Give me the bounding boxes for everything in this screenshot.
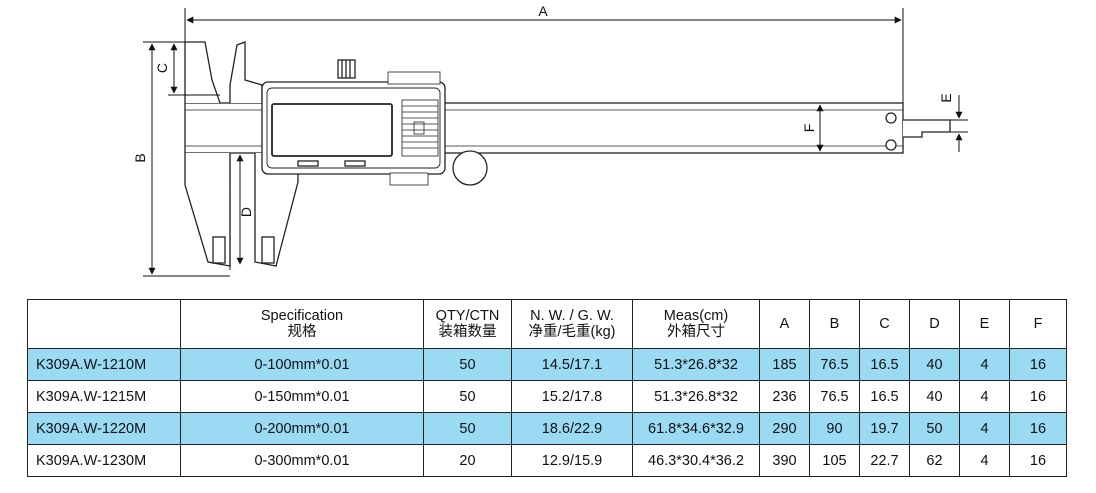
table-cell: 12.9/15.9 — [511, 444, 633, 477]
table-cell: 76.5 — [809, 380, 860, 413]
table-cell: 4 — [959, 412, 1010, 445]
column-header-line1: A — [779, 316, 790, 332]
dim-label-b: B — [132, 153, 148, 162]
column-header-line1: D — [929, 316, 940, 332]
column-header-line1: Meas(cm) — [663, 308, 729, 324]
column-header-line2: 外箱尺寸 — [667, 324, 725, 340]
column-header-line1: E — [979, 316, 990, 332]
table-cell: 390 — [759, 444, 810, 477]
table-cell: 4 — [959, 444, 1010, 477]
table-cell: 50 — [423, 380, 512, 413]
table-cell: 76.5 — [809, 348, 860, 381]
table-cell: 236 — [759, 380, 810, 413]
table-cell: 105 — [809, 444, 860, 477]
model-cell: K309A.W-1230M — [27, 444, 181, 477]
column-header: E — [959, 299, 1010, 349]
table-cell: 50 — [423, 348, 512, 381]
table-cell: 51.3*26.8*32 — [632, 380, 760, 413]
table-cell: 46.3*30.4*36.2 — [632, 444, 760, 477]
column-header: N. W. / G. W.净重/毛重(kg) — [511, 299, 633, 349]
table-cell: 61.8*34.6*32.9 — [632, 412, 760, 445]
column-header: A — [759, 299, 810, 349]
grip-ribs — [401, 99, 439, 157]
column-header-line1: Specification — [260, 308, 344, 324]
table-cell: 90 — [809, 412, 860, 445]
column-header — [27, 299, 181, 349]
dim-label-a: A — [538, 3, 548, 19]
table-cell: 290 — [759, 412, 810, 445]
table-cell: 22.7 — [859, 444, 910, 477]
column-header-line1: C — [879, 316, 890, 332]
table-cell: 40 — [909, 348, 960, 381]
table-cell: 40 — [909, 380, 960, 413]
model-cell: K309A.W-1210M — [27, 348, 181, 381]
caliper-drawing: A B C D E F — [132, 3, 968, 277]
column-header-line1: QTY/CTN — [435, 308, 500, 324]
table-cell: 16 — [1009, 380, 1067, 413]
column-header-line2: 净重/毛重(kg) — [528, 324, 616, 340]
table-cell: 51.3*26.8*32 — [632, 348, 760, 381]
table-cell: 16.5 — [859, 348, 910, 381]
column-header-line1: N. W. / G. W. — [530, 308, 614, 324]
table-cell: 18.6/22.9 — [511, 412, 633, 445]
table-cell: 0-300mm*0.01 — [180, 444, 424, 477]
dim-label-c: C — [154, 63, 170, 73]
lcd-display — [271, 103, 393, 157]
table-cell: 4 — [959, 380, 1010, 413]
column-header: F — [1009, 299, 1067, 349]
column-header-line2: 装箱数量 — [438, 324, 497, 340]
table-cell: 19.7 — [859, 412, 910, 445]
table-cell: 4 — [959, 348, 1010, 381]
table-cell: 15.2/17.8 — [511, 380, 633, 413]
end-screw-bottom — [885, 139, 897, 151]
table-cell: 50 — [909, 412, 960, 445]
upper-jaws — [184, 41, 221, 104]
column-header-line2: 规格 — [287, 324, 317, 340]
table-cell: 185 — [759, 348, 810, 381]
end-screw-top — [885, 112, 897, 124]
table-cell: 0-100mm*0.01 — [180, 348, 424, 381]
thumb-roller — [452, 150, 488, 186]
depth-rod — [903, 119, 951, 138]
table-cell: 16 — [1009, 412, 1067, 445]
column-header-line1: F — [1033, 316, 1043, 332]
table-cell: 50 — [423, 412, 512, 445]
column-header-line1: B — [829, 316, 840, 332]
dim-label-d: D — [238, 207, 254, 217]
table-cell: 16 — [1009, 348, 1067, 381]
table-cell: 0-150mm*0.01 — [180, 380, 424, 413]
column-header: C — [859, 299, 910, 349]
table-cell: 16 — [1009, 444, 1067, 477]
dim-label-f: F — [801, 124, 817, 133]
table-cell: 16.5 — [859, 380, 910, 413]
column-header: Meas(cm)外箱尺寸 — [632, 299, 760, 349]
table-cell: 14.5/17.1 — [511, 348, 633, 381]
table-cell: 20 — [423, 444, 512, 477]
table-cell: 62 — [909, 444, 960, 477]
column-header: D — [909, 299, 960, 349]
table-cell: 0-200mm*0.01 — [180, 412, 424, 445]
model-cell: K309A.W-1220M — [27, 412, 181, 445]
model-cell: K309A.W-1215M — [27, 380, 181, 413]
dim-label-e: E — [938, 93, 954, 102]
column-header: B — [809, 299, 860, 349]
